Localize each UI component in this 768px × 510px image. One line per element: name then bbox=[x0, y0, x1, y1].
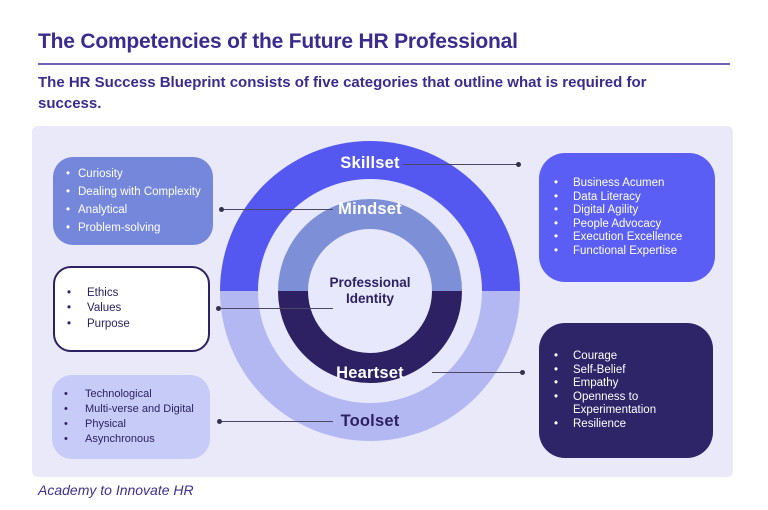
list-item: Execution Excellence bbox=[554, 231, 709, 245]
professional-identity-item-list: EthicsValuesPurpose bbox=[67, 286, 202, 333]
mindset-item-list: CuriosityDealing with ComplexityAnalytic… bbox=[66, 165, 207, 237]
list-item: Business Acumen bbox=[554, 177, 709, 191]
footer-credit: Academy to Innovate HR bbox=[38, 482, 194, 498]
ring-label-heartset: Heartset bbox=[336, 364, 404, 382]
list-item: Physical bbox=[64, 417, 206, 432]
list-item: Asynchronous bbox=[64, 432, 206, 447]
list-item: Values bbox=[67, 301, 202, 317]
list-item: Problem-solving bbox=[66, 219, 207, 237]
list-item: Ethics bbox=[67, 286, 202, 302]
leader-line-heartset bbox=[432, 372, 522, 373]
list-item: Self-Belief bbox=[554, 364, 703, 378]
skillset-callout-box: Business AcumenData LiteracyDigital Agil… bbox=[539, 153, 715, 282]
leader-dot-skillset bbox=[516, 162, 521, 167]
ring-label-professional-identity: Professional Identity bbox=[329, 275, 411, 306]
leader-line-toolset bbox=[220, 421, 333, 422]
list-item: Dealing with Complexity bbox=[66, 183, 207, 201]
list-item: Functional Expertise bbox=[554, 245, 709, 259]
list-item: Resilience bbox=[554, 418, 703, 432]
list-item: Openness to Experimentation bbox=[554, 391, 703, 418]
list-item: Courage bbox=[554, 350, 703, 364]
list-item: Data Literacy bbox=[554, 191, 709, 205]
mindset-callout-box: CuriosityDealing with ComplexityAnalytic… bbox=[53, 157, 213, 245]
page-subtitle: The HR Success Blueprint consists of fiv… bbox=[38, 74, 647, 112]
leader-dot-professional-identity bbox=[216, 306, 221, 311]
heartset-item-list: CourageSelf-BeliefEmpathyOpenness to Exp… bbox=[554, 350, 703, 431]
ring-label-skillset: Skillset bbox=[340, 154, 400, 172]
page-title: The Competencies of the Future HR Profes… bbox=[38, 30, 518, 53]
skillset-item-list: Business AcumenData LiteracyDigital Agil… bbox=[554, 177, 709, 258]
leader-line-professional-identity bbox=[219, 308, 333, 309]
center-circle bbox=[308, 229, 432, 353]
list-item: Analytical bbox=[66, 201, 207, 219]
leader-line-skillset bbox=[403, 164, 518, 165]
toolset-callout-box: TechnologicalMulti-verse and DigitalPhys… bbox=[52, 375, 210, 459]
ring-label-toolset: Toolset bbox=[340, 412, 400, 430]
list-item: Curiosity bbox=[66, 165, 207, 183]
title-divider bbox=[38, 63, 730, 65]
leader-dot-toolset bbox=[217, 419, 222, 424]
professional-identity-callout-box: EthicsValuesPurpose bbox=[53, 266, 210, 352]
list-item: Multi-verse and Digital bbox=[64, 402, 206, 417]
toolset-item-list: TechnologicalMulti-verse and DigitalPhys… bbox=[64, 387, 206, 447]
list-item: Digital Agility bbox=[554, 204, 709, 218]
list-item: Purpose bbox=[67, 317, 202, 333]
list-item: People Advocacy bbox=[554, 218, 709, 232]
leader-dot-heartset bbox=[520, 370, 525, 375]
list-item: Technological bbox=[64, 387, 206, 402]
leader-line-mindset bbox=[222, 209, 333, 210]
leader-dot-mindset bbox=[219, 207, 224, 212]
list-item: Empathy bbox=[554, 377, 703, 391]
heartset-callout-box: CourageSelf-BeliefEmpathyOpenness to Exp… bbox=[539, 323, 713, 458]
ring-label-mindset: Mindset bbox=[338, 200, 402, 218]
